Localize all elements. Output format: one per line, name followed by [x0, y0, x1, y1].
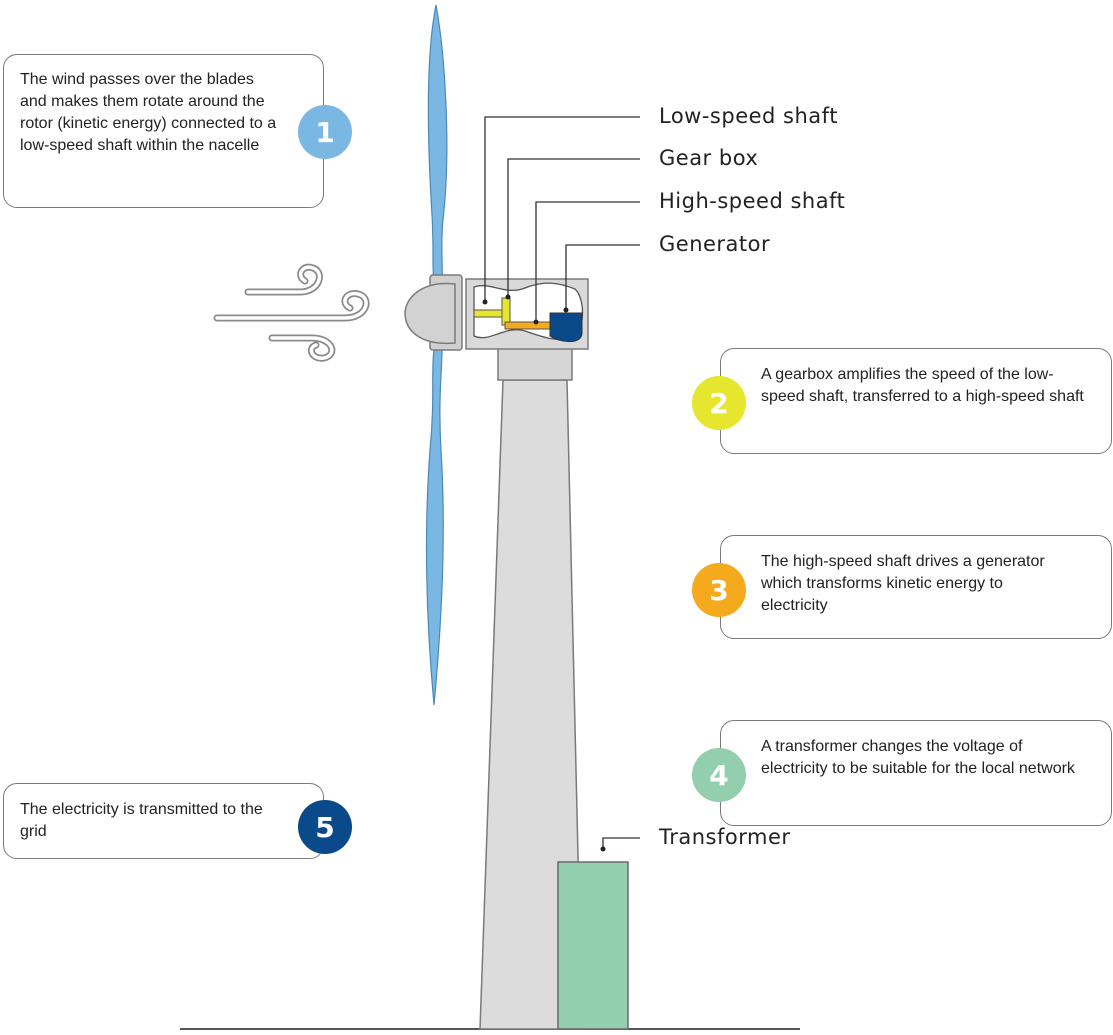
tower-top-collar: [497, 347, 573, 381]
transformer-box: [557, 861, 629, 1030]
step-4-badge: 4: [692, 748, 746, 802]
label-low-speed-shaft: Low-speed shaft: [659, 104, 838, 128]
step-5-badge: 5: [298, 800, 352, 854]
leader-gear-box: [507, 158, 640, 297]
generator-part: [549, 312, 583, 343]
step-1-badge: 1: [298, 105, 352, 159]
label-high-speed-shaft: High-speed shaft: [659, 189, 846, 213]
step-3-text: The high-speed shaft drives a generator …: [761, 553, 1045, 614]
step-3-box: The high-speed shaft drives a generator …: [720, 535, 1112, 639]
label-transformer: Transformer: [659, 825, 791, 849]
low-speed-shaft-part: [473, 309, 505, 318]
step-4-text: A transformer changes the voltage of ele…: [761, 738, 1075, 777]
step-5-box: The electricity is transmitted to the gr…: [3, 783, 324, 859]
leader-high-speed-shaft: [535, 201, 640, 322]
leader-dots: [482, 294, 606, 852]
step-5-text: The electricity is transmitted to the gr…: [20, 801, 263, 840]
blade-top: [427, 4, 448, 283]
leader-lines: [484, 116, 640, 849]
step-3-badge: 3: [692, 563, 746, 617]
wind-icon: [213, 263, 370, 362]
leader-generator: [565, 244, 640, 310]
blade-bottom: [425, 349, 444, 706]
label-gear-box: Gear box: [659, 146, 759, 170]
leader-transformer: [602, 837, 640, 849]
step-2-text: A gearbox amplifies the speed of the low…: [761, 366, 1084, 405]
high-speed-shaft-part: [504, 321, 552, 330]
step-2-box: A gearbox amplifies the speed of the low…: [720, 348, 1112, 454]
step-4-box: A transformer changes the voltage of ele…: [720, 720, 1112, 826]
label-generator: Generator: [659, 232, 771, 256]
leader-low-speed-shaft: [484, 116, 640, 302]
step-1-text: The wind passes over the blades and make…: [20, 71, 277, 154]
step-1-box: The wind passes over the blades and make…: [3, 54, 324, 208]
nose-cone: [404, 282, 456, 345]
step-2-badge: 2: [692, 376, 746, 430]
gear-box-part: [501, 297, 511, 326]
